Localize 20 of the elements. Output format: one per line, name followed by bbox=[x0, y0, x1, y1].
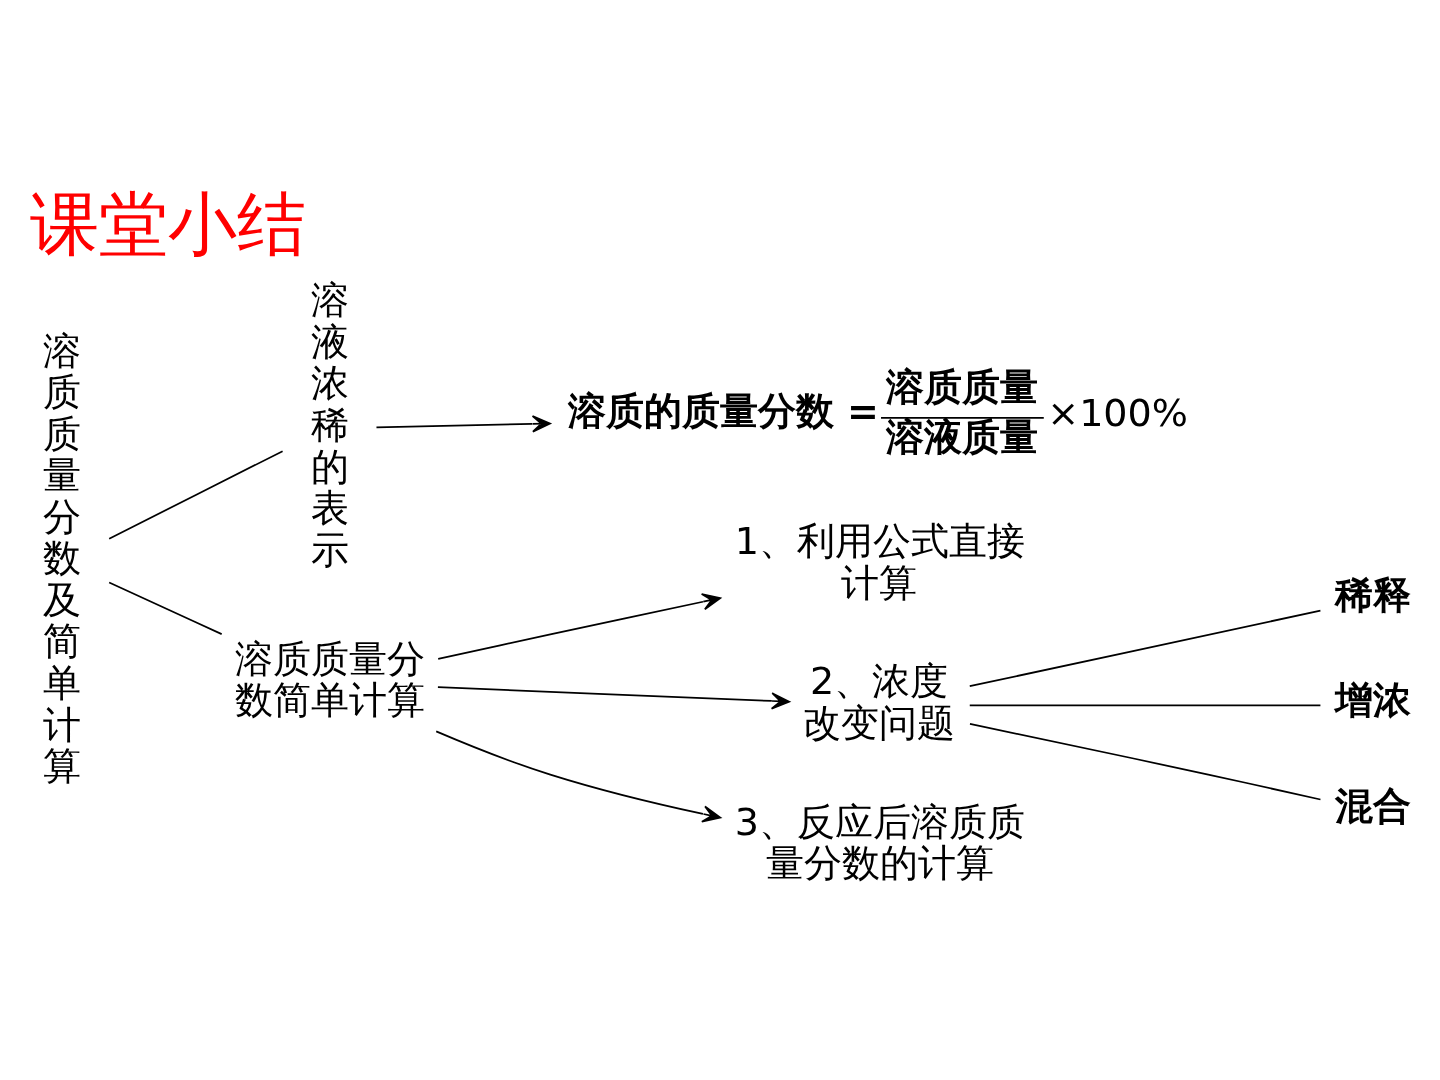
arrow bbox=[375, 415, 551, 433]
connector bbox=[968, 609, 1322, 688]
node-text: 稀释 bbox=[1334, 572, 1411, 617]
connector bbox=[108, 450, 284, 540]
diagram-title: 课堂小结 bbox=[29, 184, 306, 265]
node-text: 1、利用公式直接计算 bbox=[734, 519, 1025, 605]
arrow bbox=[437, 686, 791, 710]
node-text: 2、浓度改变问题 bbox=[803, 659, 956, 745]
connector bbox=[108, 581, 223, 635]
arrow bbox=[437, 593, 722, 660]
arrow bbox=[435, 730, 722, 823]
node-text: 溶质的质量分数 = 溶质质量 ×100% 溶液质量 bbox=[567, 364, 1189, 460]
node-text: 溶液浓稀的表示 bbox=[310, 278, 349, 572]
node-text: 增浓 bbox=[1334, 678, 1411, 723]
node-text: 混合 bbox=[1334, 783, 1411, 828]
node-text: 溶质质量分数及简单计算 bbox=[43, 328, 82, 789]
connector bbox=[968, 704, 1322, 707]
node-text: 溶质质量分数简单计算 bbox=[235, 636, 426, 723]
node-text: 3、反应后溶质质量分数的计算 bbox=[734, 799, 1025, 886]
connector bbox=[969, 723, 1322, 801]
